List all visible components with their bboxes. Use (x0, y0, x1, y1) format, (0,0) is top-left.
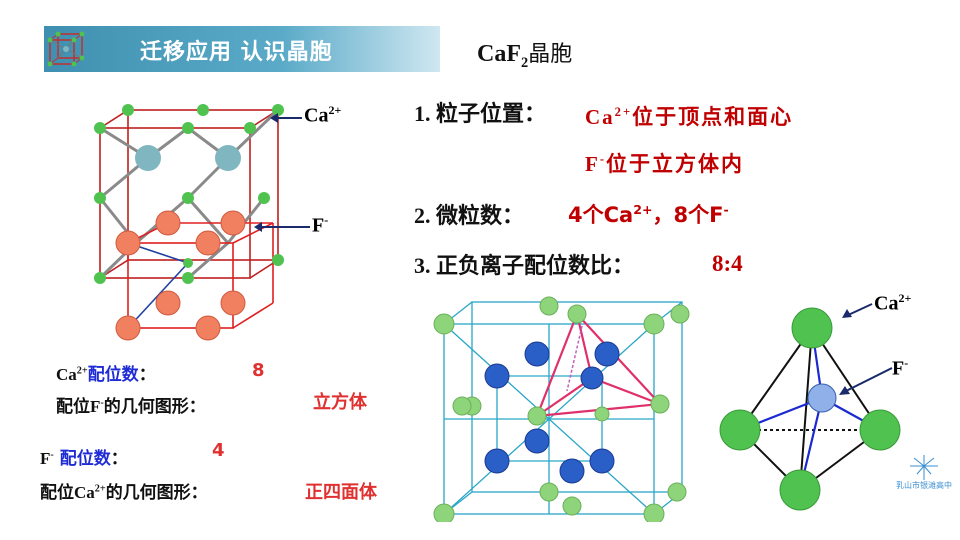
f-coordination-shape-label: 配位Ca2+的几何图形： (40, 483, 208, 503)
ca-ion-label: Ca2+ (304, 103, 342, 127)
particle-position-label: 1. 粒子位置： (414, 101, 547, 126)
coordination-ratio-value: 8:4 (712, 251, 743, 276)
f-coordination-number-label: F- 配位数： (40, 449, 128, 469)
f-ion-label: F- (312, 213, 329, 237)
particle-position-ca: Ca2+位于顶点和面心 (585, 105, 794, 129)
f-coordination-shape-answer: 正四面体 (305, 482, 377, 503)
title-banner (44, 26, 440, 72)
dandelion-logo-icon (910, 455, 938, 480)
particle-count-label: 2. 微粒数： (414, 203, 525, 228)
tetrahedron-coordination-diagram (719, 307, 901, 511)
ca-coordination-number-answer: 8 (252, 360, 265, 381)
f-ion-label-right: F- (892, 356, 909, 380)
arrow-left-icon (839, 367, 893, 395)
crystal-lattice-icon (47, 31, 85, 67)
arrow-left-icon (270, 113, 302, 123)
school-name: 乳山市银滩高中 (896, 481, 952, 490)
coordination-ratio-label: 3. 正负离子配位数比： (414, 253, 635, 278)
arrow-left-icon (254, 222, 310, 232)
ca-coordination-shape-label: 配位F-的几何图形： (56, 397, 206, 417)
cell-title: CaF2晶胞 (477, 41, 573, 71)
caf2-unit-cell-diagram (94, 104, 284, 341)
banner-title: 迁移应用 认识晶胞 (140, 40, 333, 65)
ca-ion-label-right: Ca2+ (874, 291, 912, 315)
ca-coordination-number-label: Ca2+配位数： (56, 365, 156, 385)
particle-position-f: F-位于立方体内 (585, 152, 745, 176)
arrow-left-icon (842, 303, 873, 318)
f-coordination-number-answer: 4 (212, 440, 225, 461)
ca-coordination-shape-answer: 立方体 (313, 392, 367, 413)
fluorite-lattice-diagram (433, 296, 690, 522)
particle-count-value: 4个Ca2+，8个F- (568, 202, 729, 227)
